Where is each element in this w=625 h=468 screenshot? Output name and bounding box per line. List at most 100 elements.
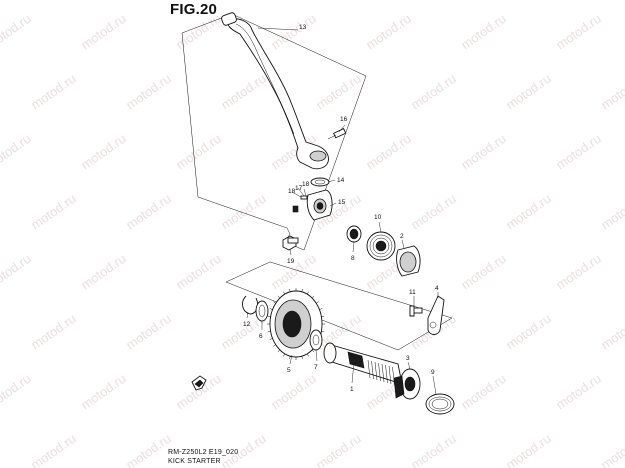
gear-tooth [289, 288, 291, 292]
gear-tooth [273, 301, 276, 304]
watermark-text: motod.ru [28, 431, 79, 468]
shaft-spline [378, 362, 381, 382]
callout-18a: 18 [288, 188, 296, 195]
watermark-text: motod.ru [598, 431, 625, 468]
gear-tooth [301, 356, 303, 360]
ratchet-3-part [393, 368, 421, 400]
watermark-text: motod.ru [458, 251, 509, 293]
watermark-text: motod.ru [173, 11, 224, 53]
watermark-text: motod.ru [598, 191, 625, 233]
watermark-text: motod.ru [0, 371, 34, 413]
gear-tooth [321, 315, 325, 317]
watermark-text: motod.ru [408, 71, 459, 113]
boss-15-part [306, 189, 333, 221]
spring-10-part [366, 231, 396, 261]
watermark-text: motod.ru [28, 311, 79, 353]
callout-14: 14 [337, 177, 345, 184]
watermark-text: motod.ru [553, 251, 604, 293]
gear-tooth [307, 291, 309, 295]
watermark-text: motod.ru [458, 11, 509, 53]
drawing-code: RM-Z250L2 E19_020 [168, 449, 239, 456]
callout-6: 6 [259, 333, 263, 340]
gear-tooth [301, 288, 303, 292]
gear-tooth [273, 344, 276, 347]
bolt-11-part [409, 305, 423, 317]
watermark-text: motod.ru [78, 371, 129, 413]
gear-tooth [269, 308, 273, 310]
kick-shaft-1-part [323, 342, 403, 386]
watermark-text: motod.ru [598, 311, 625, 353]
callout-17: 17 [295, 185, 303, 192]
gear-tooth [307, 353, 309, 357]
watermark-text: motod.ru [123, 191, 174, 233]
watermark-text: motod.ru [458, 371, 509, 413]
callout-13: 13 [299, 24, 307, 31]
kick-lever-part [221, 12, 329, 170]
watermark-text: motod.ru [0, 11, 34, 53]
bolt-19-part [282, 235, 299, 251]
watermark-text: motod.ru [313, 71, 364, 113]
callout-9: 9 [431, 369, 435, 376]
gear-tooth [289, 356, 291, 360]
kick-gear-5-part [267, 288, 325, 360]
callout-5: 5 [287, 367, 291, 374]
watermark-text: motod.ru [173, 251, 224, 293]
direction-arrow-icon [191, 375, 207, 391]
callout-11: 11 [409, 289, 416, 296]
callout-8: 8 [351, 255, 355, 262]
ring-14-part [310, 177, 330, 187]
gear-tooth [283, 291, 285, 295]
callout-2: 2 [400, 233, 404, 240]
guide-2-part [396, 245, 421, 277]
callout-18b: 18 [302, 181, 310, 188]
callout-12: 12 [243, 321, 251, 328]
gear-tooth [277, 349, 280, 353]
watermark-text: motod.ru [313, 431, 364, 468]
callout-1: 1 [350, 386, 354, 393]
bolt-16-part [327, 128, 347, 140]
callout-7: 7 [314, 364, 318, 371]
watermark-text: motod.ru [78, 131, 129, 173]
gear-tooth [283, 353, 285, 357]
watermark-text: motod.ru [268, 251, 319, 293]
lower-group-frame [225, 261, 453, 351]
watermark-text: motod.ru [268, 371, 319, 413]
shaft-spline [381, 363, 385, 383]
callout-16: 16 [340, 116, 348, 123]
watermark-text: motod.ru [218, 71, 269, 113]
callout-10: 10 [374, 214, 382, 221]
washer-7-part [309, 329, 323, 351]
washer-6-part [255, 300, 269, 322]
callout-15: 15 [338, 199, 346, 206]
figure-title: FIG.20 [170, 1, 218, 18]
watermark-text: motod.ru [78, 11, 129, 53]
watermark-text: motod.ru [553, 131, 604, 173]
watermark-text: motod.ru [458, 131, 509, 173]
callout-19: 19 [287, 258, 295, 265]
gear-tooth [269, 338, 273, 340]
watermark-text: motod.ru [363, 131, 414, 173]
watermark-text: motod.ru [503, 191, 554, 233]
watermark-text: motod.ru [28, 191, 79, 233]
watermark-text: motod.ru [123, 311, 174, 353]
watermark-text: motod.ru [0, 131, 34, 173]
gear-tooth [312, 349, 315, 353]
shaft-spline [367, 359, 371, 379]
watermark-text: motod.ru [123, 431, 174, 468]
shaft-spline [388, 365, 392, 385]
stopper-4-part [427, 295, 445, 335]
watermark-text: motod.ru [503, 71, 554, 113]
gear-tooth [267, 315, 271, 317]
watermark-text: motod.ru [218, 191, 269, 233]
watermark-layer: motod.ru motod.ru motod.ru motod.ru motod.ru… [0, 11, 625, 468]
watermark-text: motod.ru [408, 431, 459, 468]
leader-lines [246, 27, 439, 395]
shaft-spline [371, 360, 374, 380]
gear-tooth [312, 295, 315, 299]
watermark-text: motod.ru [28, 71, 79, 113]
watermark-text: motod.ru [78, 251, 129, 293]
watermark-text: motod.ru [408, 191, 459, 233]
shaft-spline [385, 364, 388, 384]
